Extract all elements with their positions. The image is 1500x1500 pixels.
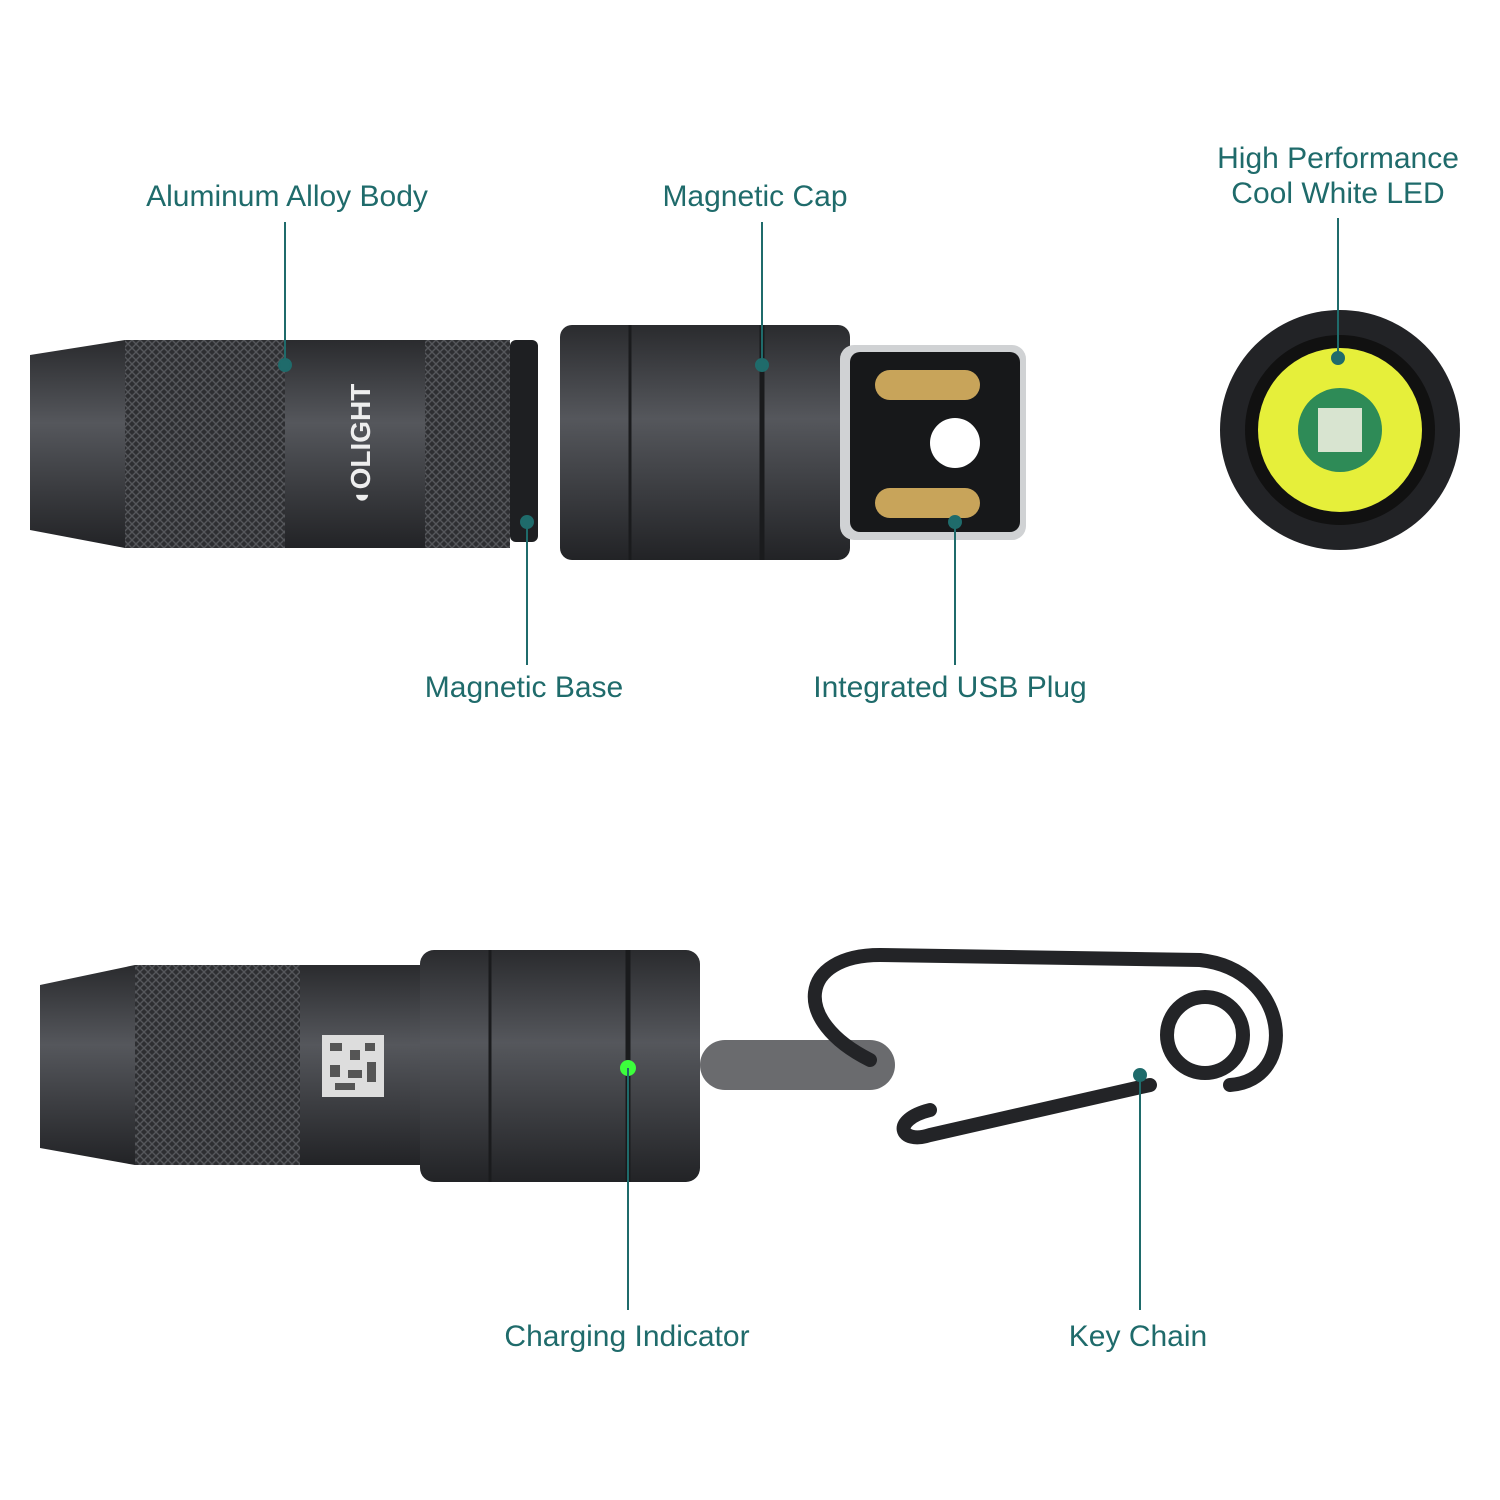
label-magnetic-base: Magnetic Base — [424, 671, 624, 704]
carabiner-clip — [808, 947, 1283, 1145]
label-aluminum-alloy-body: Aluminum Alloy Body — [146, 180, 428, 213]
svg-text:◖OLIGHT: ◖OLIGHT — [345, 384, 376, 507]
magnetic-cap — [560, 325, 1026, 560]
label-magnetic-cap: Magnetic Cap — [662, 180, 848, 213]
olight-logo: ◖OLIGHT — [345, 384, 376, 507]
label-led-line1: High Performance — [1217, 142, 1459, 175]
led-front-view — [1220, 310, 1460, 550]
label-led-line2: Cool White LED — [1231, 176, 1445, 210]
label-key-chain: Key Chain — [1068, 1320, 1208, 1353]
flashlight-body: ◖OLIGHT — [30, 340, 538, 548]
assembled-flashlight — [40, 950, 895, 1182]
label-integrated-usb-plug: Integrated USB Plug — [813, 671, 1087, 704]
label-led: High Performance Cool White LED — [1217, 142, 1459, 211]
leader-lines — [278, 218, 1345, 1310]
label-charging-indicator: Charging Indicator — [504, 1320, 750, 1353]
data-matrix-code — [322, 1035, 384, 1097]
